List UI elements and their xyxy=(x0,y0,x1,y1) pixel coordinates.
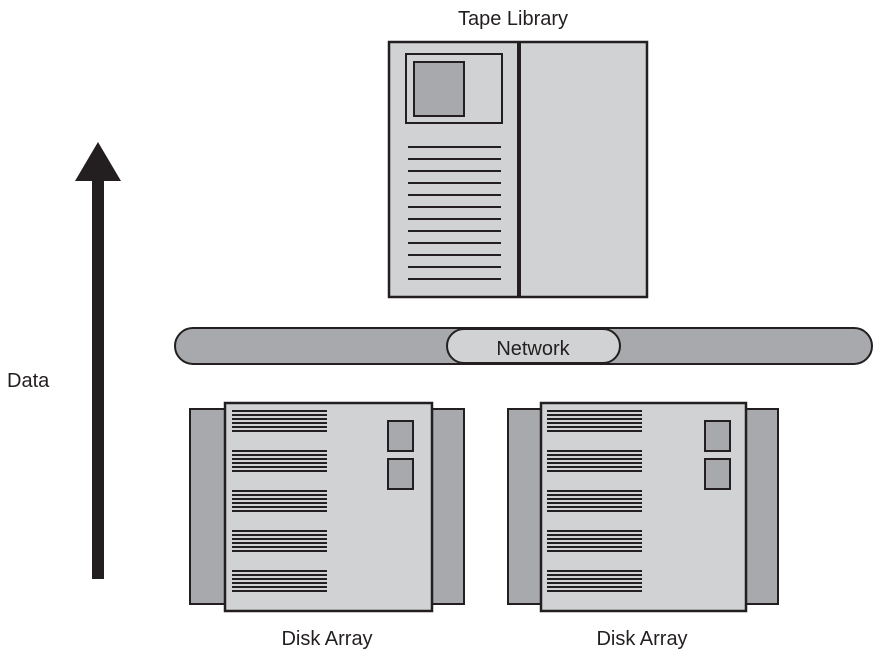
drive-bay-line xyxy=(232,470,327,472)
drive-bay-line xyxy=(232,490,327,492)
drive-bay-line xyxy=(232,506,327,508)
drive-bay-line xyxy=(232,582,327,584)
drive-bay-line xyxy=(547,418,642,420)
tape-library-cartridge xyxy=(413,61,465,117)
drive-bay-line xyxy=(547,538,642,540)
disk-array-left-label: Disk Array xyxy=(281,628,372,650)
drive-bay-line xyxy=(232,494,327,496)
drive-bay-line xyxy=(547,506,642,508)
drive-bay-line xyxy=(232,578,327,580)
drive-bay-line xyxy=(232,454,327,456)
drive-bay-line xyxy=(547,578,642,580)
drive-bay-line xyxy=(232,502,327,504)
disk-array-right-side-left xyxy=(507,408,542,605)
disk-array-right-side-right xyxy=(745,408,779,605)
disk-array-right-label: Disk Array xyxy=(596,628,687,650)
drive-bay-line xyxy=(547,462,642,464)
drive-bay-line xyxy=(547,510,642,512)
drive-bay-line xyxy=(547,534,642,536)
drive-bay-line xyxy=(547,550,642,552)
drive-bay-line xyxy=(232,498,327,500)
tape-library-divider xyxy=(517,42,521,297)
drive-bay-line xyxy=(547,470,642,472)
drive-bay-line xyxy=(232,422,327,424)
disk-array-left-side-left xyxy=(189,408,226,605)
drive-bay-line xyxy=(232,462,327,464)
drive-bay-line xyxy=(232,542,327,544)
drive-bay-line xyxy=(232,426,327,428)
drive-bay-line xyxy=(232,418,327,420)
data-label: Data xyxy=(7,370,50,392)
drive-bay-line xyxy=(232,510,327,512)
drive-bay-line xyxy=(547,426,642,428)
drive-bay-line xyxy=(547,450,642,452)
network-label: Network xyxy=(496,338,570,360)
drive-bay-line xyxy=(547,466,642,468)
disk-array-right-indicator-bottom xyxy=(704,458,731,490)
drive-bay-line xyxy=(232,530,327,532)
disk-array-left-indicator-bottom xyxy=(387,458,414,490)
tape-library-icon xyxy=(387,40,649,299)
drive-bay-line xyxy=(232,538,327,540)
drive-bay-line xyxy=(547,422,642,424)
drive-bay-line xyxy=(232,410,327,412)
drive-bay-line xyxy=(232,550,327,552)
drive-bay-line xyxy=(232,546,327,548)
drive-bay-line xyxy=(232,586,327,588)
drive-bay-line xyxy=(547,458,642,460)
drive-bay-line xyxy=(547,430,642,432)
disk-array-left-side-right xyxy=(431,408,465,605)
tape-library-slots xyxy=(408,146,501,280)
drive-bay-line xyxy=(232,590,327,592)
disk-array-right-drives xyxy=(547,410,642,592)
up-arrow-icon xyxy=(75,142,121,579)
drive-bay-line xyxy=(547,570,642,572)
drive-bay-line xyxy=(547,586,642,588)
drive-bay-line xyxy=(232,534,327,536)
drive-bay-line xyxy=(547,582,642,584)
drive-bay-line xyxy=(547,530,642,532)
drive-bay-line xyxy=(232,574,327,576)
drive-bay-line xyxy=(232,430,327,432)
tape-library-label: Tape Library xyxy=(458,8,568,30)
drive-bay-line xyxy=(547,590,642,592)
drive-bay-line xyxy=(547,546,642,548)
drive-bay-line xyxy=(232,414,327,416)
disk-array-right xyxy=(507,401,779,613)
drive-bay-line xyxy=(547,494,642,496)
drive-bay-line xyxy=(547,414,642,416)
drive-bay-line xyxy=(232,450,327,452)
drive-bay-line xyxy=(547,498,642,500)
drive-bay-line xyxy=(547,490,642,492)
drive-bay-line xyxy=(547,574,642,576)
drive-bay-line xyxy=(547,410,642,412)
drive-bay-line xyxy=(232,570,327,572)
disk-array-left-drives xyxy=(232,410,327,592)
drive-bay-line xyxy=(232,458,327,460)
network-label-pill xyxy=(446,328,621,364)
drive-bay-line xyxy=(547,454,642,456)
drive-bay-line xyxy=(232,466,327,468)
drive-bay-line xyxy=(547,542,642,544)
disk-array-right-indicator-top xyxy=(704,420,731,452)
disk-array-left xyxy=(189,401,465,613)
network-bus: Network xyxy=(174,327,873,365)
drive-bay-line xyxy=(547,502,642,504)
disk-array-left-indicator-top xyxy=(387,420,414,452)
